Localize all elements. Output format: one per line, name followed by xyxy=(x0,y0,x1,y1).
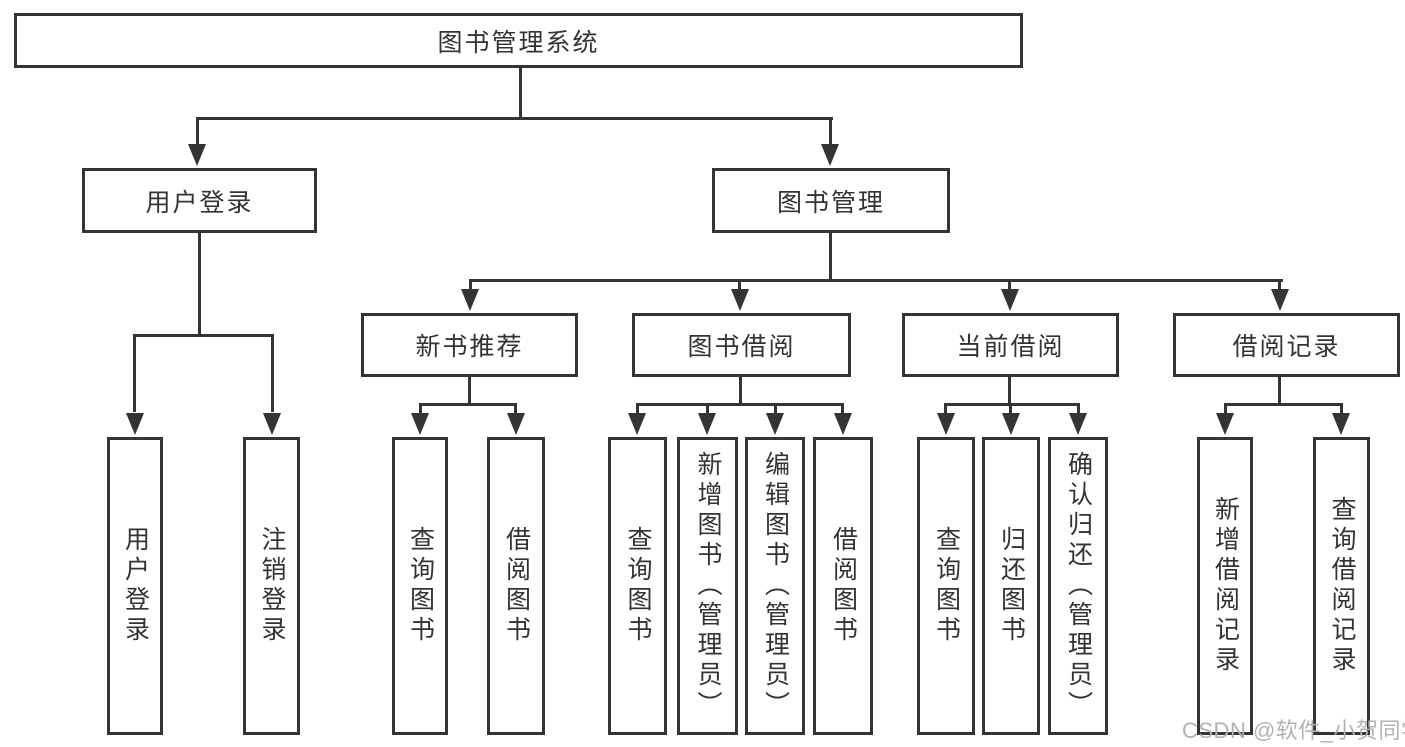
connector-line xyxy=(774,403,777,416)
node-label-user-login-group: 用户登录 xyxy=(145,188,254,217)
arrowhead-down-icon xyxy=(1332,413,1350,435)
node-label-add-borrow-record: 新增借阅记录 xyxy=(1211,496,1240,676)
node-label-current-borrowing: 当前借阅 xyxy=(956,333,1065,361)
node-return-book: 归还图书 xyxy=(982,437,1040,735)
node-label-borrow-books-borrowing: 借阅图书 xyxy=(829,526,858,646)
node-current-borrowing: 当前借阅 xyxy=(902,313,1119,377)
connector-line xyxy=(1278,279,1281,293)
node-query-borrow-record: 查询借阅记录 xyxy=(1313,437,1370,735)
connector-line xyxy=(1224,403,1227,416)
connector-line xyxy=(1278,377,1281,406)
node-label-book-borrowing: 图书借阅 xyxy=(687,333,796,361)
node-label-query-books-recommend: 查询图书 xyxy=(406,526,435,646)
node-add-book-admin: 新增图书（管理员） xyxy=(677,437,738,735)
arrowhead-down-icon xyxy=(937,413,955,435)
node-borrow-books-recommend: 借阅图书 xyxy=(487,437,545,735)
connector-line xyxy=(468,377,471,406)
node-label-borrow-books-recommend: 借阅图书 xyxy=(502,526,531,646)
arrowhead-down-icon xyxy=(821,144,839,166)
node-borrow-books-borrowing: 借阅图书 xyxy=(813,437,873,735)
node-label-edit-book-admin: 编辑图书（管理员） xyxy=(761,451,790,721)
connector-line xyxy=(469,279,1283,282)
connector-line xyxy=(738,279,741,293)
node-borrowing-records: 借阅记录 xyxy=(1173,313,1400,377)
node-label-query-borrow-record: 查询借阅记录 xyxy=(1328,496,1356,676)
connector-line xyxy=(519,68,522,120)
connector-line xyxy=(1077,403,1080,416)
node-add-borrow-record: 新增借阅记录 xyxy=(1197,437,1253,735)
connector-line xyxy=(419,403,422,416)
node-query-books-borrowing: 查询图书 xyxy=(608,437,667,735)
node-label-borrowing-records: 借阅记录 xyxy=(1232,333,1341,361)
node-user-login-group: 用户登录 xyxy=(82,168,317,233)
node-book-management: 图书管理 xyxy=(712,168,950,233)
connector-line xyxy=(419,403,517,406)
node-label-user-login: 用户登录 xyxy=(121,526,150,646)
node-edit-book-admin: 编辑图书（管理员） xyxy=(745,437,805,735)
node-user-login: 用户登录 xyxy=(107,437,163,735)
node-label-logout: 注销登录 xyxy=(258,526,286,646)
connector-line xyxy=(829,117,832,147)
connector-line xyxy=(469,279,472,293)
node-confirm-return-admin: 确认归还（管理员） xyxy=(1048,437,1108,735)
connector-line xyxy=(1008,377,1011,406)
connector-line xyxy=(636,403,844,406)
connector-line xyxy=(706,403,709,416)
connector-line xyxy=(196,117,199,147)
connector-line xyxy=(944,403,1080,406)
csdn-watermark: CSDN @软件_小贺同学 xyxy=(1182,718,1405,743)
node-label-add-book-admin: 新增图书（管理员） xyxy=(694,451,722,721)
node-query-books-recommend: 查询图书 xyxy=(392,437,448,735)
arrowhead-down-icon xyxy=(628,413,646,435)
node-book-borrowing: 图书借阅 xyxy=(632,313,851,377)
connector-line xyxy=(133,334,136,412)
node-label-query-books-borrowing: 查询图书 xyxy=(624,526,652,646)
arrowhead-down-icon xyxy=(188,144,206,166)
arrowhead-down-icon xyxy=(1271,289,1289,311)
connector-line xyxy=(944,403,947,416)
connector-line xyxy=(739,377,742,406)
connector-line xyxy=(636,403,639,416)
connector-line xyxy=(133,334,274,337)
arrowhead-down-icon xyxy=(411,413,429,435)
node-label-book-management: 图书管理 xyxy=(776,188,885,217)
node-label-return-book: 归还图书 xyxy=(997,526,1026,646)
node-label-new-book-recommend: 新书推荐 xyxy=(415,333,524,361)
node-query-books-current: 查询图书 xyxy=(917,437,975,735)
arrowhead-down-icon xyxy=(1069,413,1087,435)
connector-line xyxy=(198,233,201,337)
arrowhead-down-icon xyxy=(1001,289,1019,311)
connector-line xyxy=(1008,279,1011,293)
node-label-library-system: 图书管理系统 xyxy=(437,28,600,57)
node-library-system: 图书管理系统 xyxy=(14,13,1023,68)
connector-line xyxy=(1009,403,1012,416)
arrowhead-down-icon xyxy=(1002,413,1020,435)
arrowhead-down-icon xyxy=(731,289,749,311)
arrowhead-down-icon xyxy=(507,413,525,435)
node-logout: 注销登录 xyxy=(243,437,300,735)
node-label-query-books-current: 查询图书 xyxy=(932,526,961,646)
arrowhead-down-icon xyxy=(126,413,144,435)
connector-line xyxy=(1340,403,1343,416)
connector-line xyxy=(271,334,274,412)
arrowhead-down-icon xyxy=(1216,413,1234,435)
connector-line xyxy=(514,403,517,416)
node-new-book-recommend: 新书推荐 xyxy=(361,313,578,377)
arrowhead-down-icon xyxy=(766,413,784,435)
connector-line xyxy=(1224,403,1342,406)
arrowhead-down-icon xyxy=(698,413,716,435)
arrowhead-down-icon xyxy=(461,289,479,311)
arrowhead-down-icon xyxy=(263,413,281,435)
connector-line xyxy=(841,403,844,416)
arrowhead-down-icon xyxy=(834,413,852,435)
connector-line xyxy=(196,117,833,120)
node-label-confirm-return-admin: 确认归还（管理员） xyxy=(1064,451,1093,721)
connector-line xyxy=(829,233,832,282)
